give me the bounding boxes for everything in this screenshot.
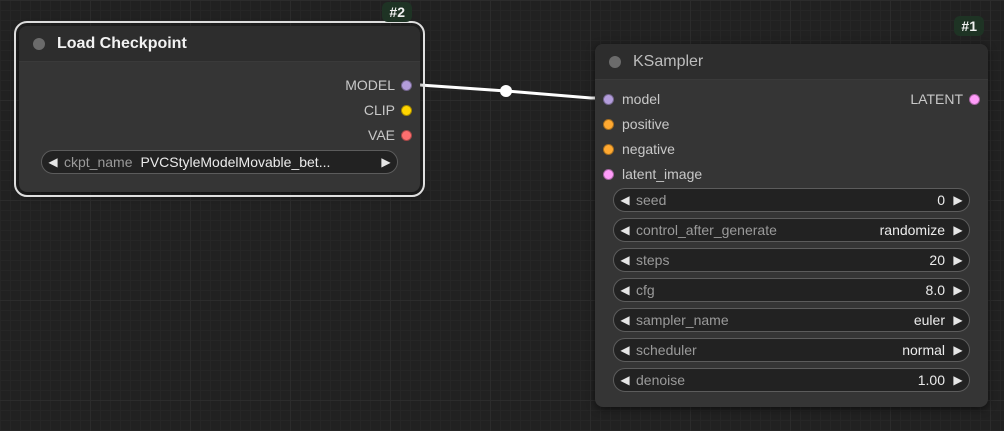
cfg-widget[interactable]: ◀ cfg 8.0 ▶ xyxy=(613,278,970,302)
latent-socket-icon[interactable] xyxy=(969,93,980,105)
widget-value: 20 xyxy=(929,252,945,268)
output-slot-model[interactable]: MODEL xyxy=(345,76,412,94)
scheduler-widget[interactable]: ◀ scheduler normal ▶ xyxy=(613,338,970,362)
conditioning-socket-icon[interactable] xyxy=(603,143,614,155)
decrement-arrow-icon[interactable]: ◀ xyxy=(620,253,630,267)
output-label-model: MODEL xyxy=(345,77,395,93)
node-title: Load Checkpoint xyxy=(57,34,187,52)
ksampler-node[interactable]: #1 KSampler model positive negative late… xyxy=(595,16,988,407)
node-id-badge: #2 xyxy=(382,2,412,22)
input-slot-latent-image[interactable]: latent_image xyxy=(603,165,702,183)
conditioning-socket-icon[interactable] xyxy=(603,118,614,130)
increment-arrow-icon[interactable]: ▶ xyxy=(953,343,963,357)
widget-value: 0 xyxy=(937,192,945,208)
increment-arrow-icon[interactable]: ▶ xyxy=(953,283,963,297)
increment-arrow-icon[interactable]: ▶ xyxy=(953,313,963,327)
widget-value: 8.0 xyxy=(925,282,945,298)
clip-socket-icon[interactable] xyxy=(401,104,412,116)
output-slot-latent[interactable]: LATENT xyxy=(910,90,980,108)
sampler-name-widget[interactable]: ◀ sampler_name euler ▶ xyxy=(613,308,970,332)
output-label-vae: VAE xyxy=(368,127,395,143)
seed-widget[interactable]: ◀ seed 0 ▶ xyxy=(613,188,970,212)
node-id-badge: #1 xyxy=(954,16,984,36)
increment-arrow-icon[interactable]: ▶ xyxy=(953,253,963,267)
input-label-model: model xyxy=(622,91,661,107)
link-midpoint-handle[interactable] xyxy=(500,85,512,97)
increment-arrow-icon[interactable]: ▶ xyxy=(953,223,963,237)
decrement-arrow-icon[interactable]: ◀ xyxy=(620,223,630,237)
output-label-latent: LATENT xyxy=(910,91,963,107)
decrement-arrow-icon[interactable]: ◀ xyxy=(620,373,630,387)
input-label-positive: positive xyxy=(622,116,670,132)
denoise-widget[interactable]: ◀ denoise 1.00 ▶ xyxy=(613,368,970,392)
latent-socket-icon[interactable] xyxy=(603,168,614,180)
node-title: KSampler xyxy=(633,52,704,70)
decrement-arrow-icon[interactable]: ◀ xyxy=(620,283,630,297)
steps-widget[interactable]: ◀ steps 20 ▶ xyxy=(613,248,970,272)
node-title-bar[interactable]: KSampler xyxy=(595,44,988,80)
input-slot-model[interactable]: model xyxy=(603,90,660,108)
model-socket-icon[interactable] xyxy=(401,79,412,91)
input-slot-negative[interactable]: negative xyxy=(603,140,675,158)
model-link-path[interactable] xyxy=(405,83,607,100)
widget-value: euler xyxy=(913,312,945,328)
load-checkpoint-node[interactable]: #2 Load Checkpoint MODEL CLIP VAE ◀ ckpt… xyxy=(14,2,425,197)
widget-label: scheduler xyxy=(636,342,697,358)
widget-label: seed xyxy=(636,192,667,208)
widget-label: cfg xyxy=(636,282,655,298)
increment-arrow-icon[interactable]: ▶ xyxy=(953,373,963,387)
decrement-arrow-icon[interactable]: ◀ xyxy=(620,193,630,207)
widget-value: 1.00 xyxy=(917,372,945,388)
widget-value: randomize xyxy=(879,222,945,238)
collapse-toggle-dot[interactable] xyxy=(609,55,621,68)
input-label-latent-image: latent_image xyxy=(622,166,703,182)
widget-label: control_after_generate xyxy=(636,222,777,238)
node-title-bar[interactable]: Load Checkpoint xyxy=(19,26,420,62)
increment-arrow-icon[interactable]: ▶ xyxy=(953,193,963,207)
decrement-arrow-icon[interactable]: ◀ xyxy=(620,313,630,327)
decrement-arrow-icon[interactable]: ◀ xyxy=(620,343,630,357)
widget-label: denoise xyxy=(636,372,686,388)
output-label-clip: CLIP xyxy=(363,102,395,118)
output-slot-vae[interactable]: VAE xyxy=(368,126,412,144)
output-slot-clip[interactable]: CLIP xyxy=(364,101,412,119)
arrow-left-icon[interactable]: ◀ xyxy=(48,155,58,169)
input-label-negative: negative xyxy=(622,141,675,157)
collapse-toggle-dot[interactable] xyxy=(33,37,45,50)
ckpt-name-combo[interactable]: ◀ ckpt_name PVCStyleModelMovable_bet... … xyxy=(41,150,398,174)
widget-value: PVCStyleModelMovable_bet... xyxy=(140,154,331,170)
widget-value: normal xyxy=(902,342,945,358)
model-socket-icon[interactable] xyxy=(603,93,614,105)
widget-label: ckpt_name xyxy=(64,154,133,170)
vae-socket-icon[interactable] xyxy=(401,129,412,141)
widget-label: steps xyxy=(636,252,670,268)
input-slot-positive[interactable]: positive xyxy=(603,115,669,133)
widget-label: sampler_name xyxy=(636,312,729,328)
control-after-generate-widget[interactable]: ◀ control_after_generate randomize ▶ xyxy=(613,218,970,242)
arrow-right-icon[interactable]: ▶ xyxy=(381,155,391,169)
